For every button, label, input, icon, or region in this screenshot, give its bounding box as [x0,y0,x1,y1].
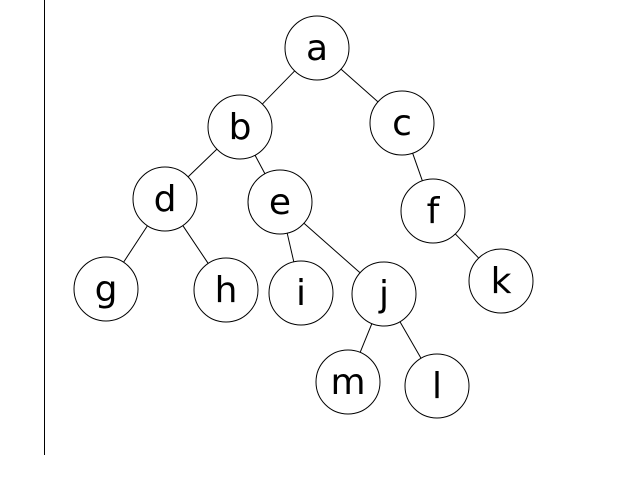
node-h: h [193,257,259,323]
edge-c-f [412,153,423,181]
node-label: b [229,107,252,148]
edge-a-b [261,70,296,105]
edge-b-d [187,148,218,178]
node-label: d [154,179,177,220]
edge-a-c [340,68,379,103]
edge-b-e [254,154,266,175]
edge-j-m [359,323,373,353]
node-j: j [351,261,417,327]
edge-d-g [123,225,148,263]
node-f: f [400,178,466,244]
node-label: m [330,362,365,403]
node-d: d [132,166,198,232]
node-i: i [268,260,334,326]
node-label: i [296,273,306,314]
node-label: j [378,274,389,315]
node-m: m [315,349,381,415]
node-g: g [73,256,139,322]
node-label: a [306,28,328,69]
node-l: l [404,353,470,419]
edge-d-h [182,225,209,264]
edge-e-i [286,233,295,262]
node-label: f [427,191,441,232]
node-k: k [468,248,534,314]
tree-edges [123,68,480,359]
node-a: a [284,15,350,81]
node-label: c [392,103,412,144]
node-e: e [247,169,313,235]
edge-f-k [454,233,480,259]
node-label: e [269,182,291,223]
edge-j-l [399,321,422,359]
node-label: l [432,366,442,407]
node-c: c [369,90,435,156]
node-label: k [491,261,512,302]
edge-e-j [303,222,361,274]
node-b: b [207,94,273,160]
node-label: g [95,269,118,310]
node-label: h [215,270,238,311]
